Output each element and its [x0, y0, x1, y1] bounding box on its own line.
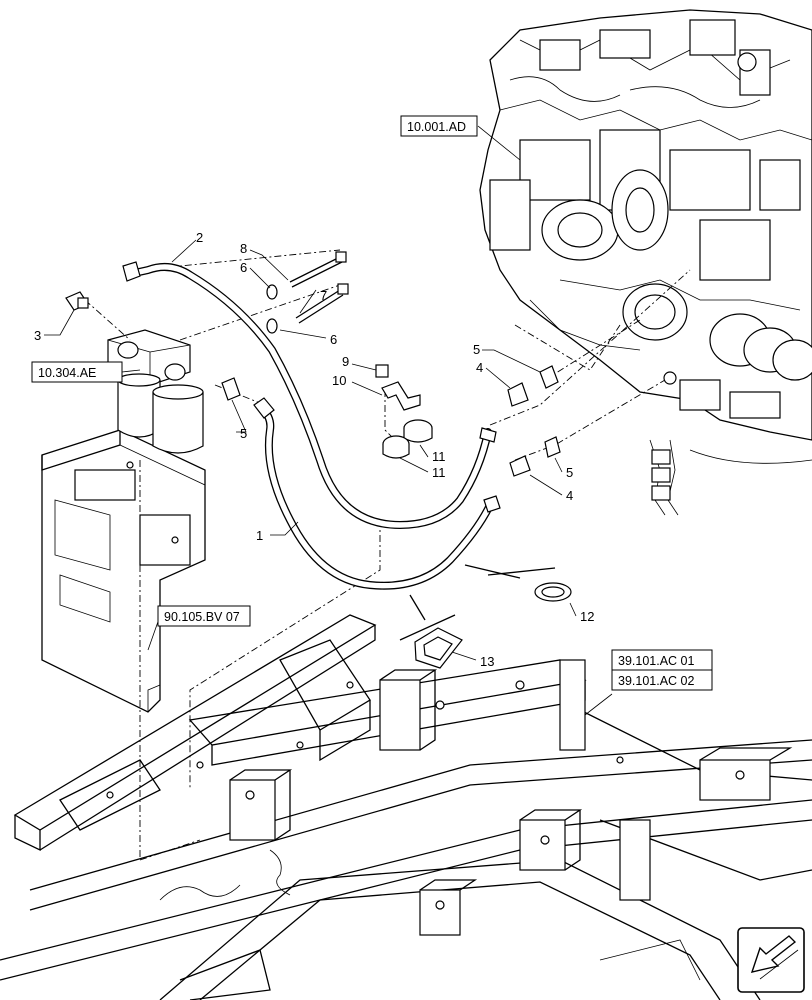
callout-6: 6: [240, 260, 247, 275]
callout-9: 9: [342, 354, 349, 369]
callout-1: 1: [256, 528, 263, 543]
callout-6: 6: [330, 332, 337, 347]
side-panel: [41, 429, 206, 713]
callout-11: 11: [432, 465, 446, 480]
callout-8: 8: [240, 241, 247, 256]
callout-10: 10: [332, 373, 346, 388]
ref-engine-label: 10.001.AD: [407, 120, 466, 134]
callout-5: 5: [473, 342, 480, 357]
ref-filter-box: [31, 361, 123, 383]
callout-numbers: 1 2 3 4 4 5 5 5 6 6 7 8 9 10 11 11 12 13: [34, 230, 594, 669]
callout-12: 12: [580, 609, 594, 624]
callout-3: 3: [34, 328, 41, 343]
chassis-frame: [0, 614, 812, 1000]
ref-panel-box: [157, 605, 251, 627]
callout-4: 4: [476, 360, 483, 375]
ref-filter-label: 10.304.AE: [38, 366, 96, 380]
ref-frame-box-2: [611, 669, 713, 691]
callout-11: 11: [432, 449, 446, 464]
ref-engine-box: [400, 115, 478, 137]
reference-labels: 10.001.AD 10.304.AE 90.105.BV 07 39.101.…: [31, 115, 713, 691]
ref-frame-label-2: 39.101.AC 02: [618, 674, 694, 688]
engine-assembly: [479, 9, 812, 516]
callout-5: 5: [566, 465, 573, 480]
arrow-down-left-icon[interactable]: [737, 927, 805, 993]
ref-panel-label: 90.105.BV 07: [164, 610, 240, 624]
hose-2: [122, 261, 497, 530]
callout-2: 2: [196, 230, 203, 245]
hose-1: [253, 397, 501, 590]
ref-frame-label-1: 39.101.AC 01: [618, 654, 694, 668]
leader-lines: [44, 125, 613, 716]
fittings: [65, 251, 572, 669]
callout-13: 13: [480, 654, 494, 669]
callout-5: 5: [240, 426, 247, 441]
callout-7: 7: [320, 288, 327, 303]
callout-4: 4: [566, 488, 573, 503]
filter-housing: [107, 329, 204, 454]
